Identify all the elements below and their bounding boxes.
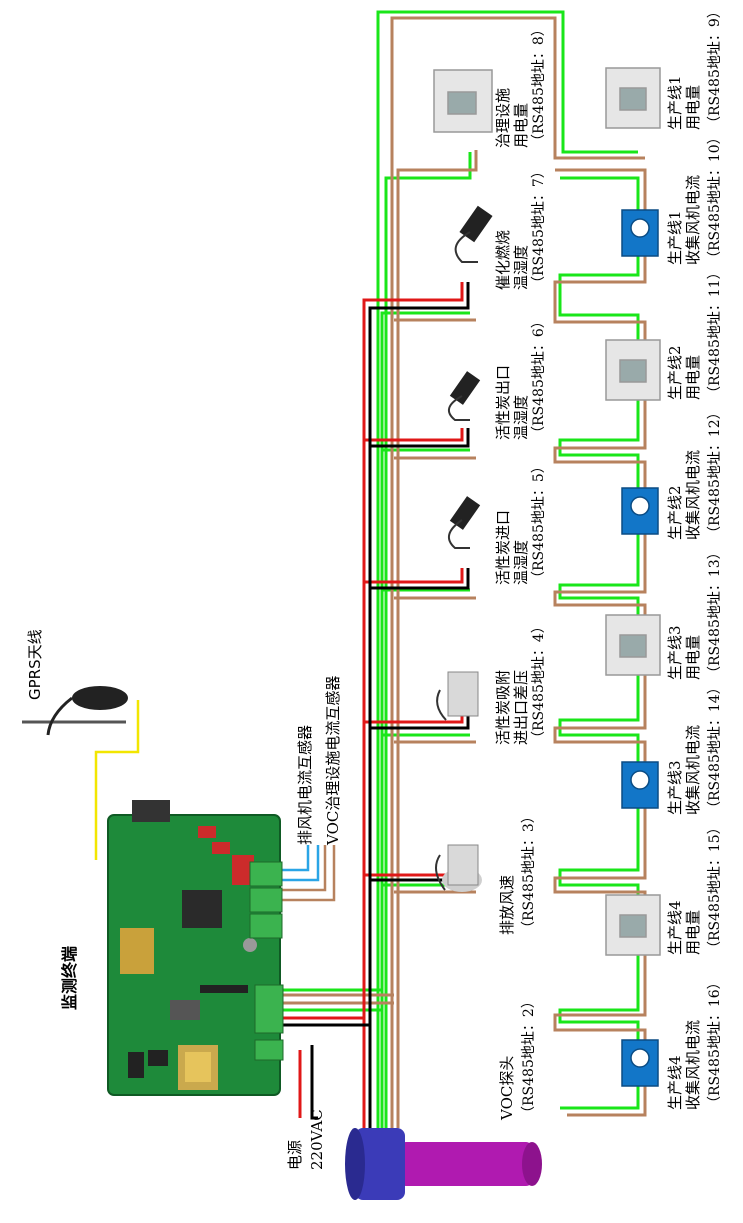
meter-10-line2: 收集风机电流: [684, 174, 702, 265]
sensor-7-line2: 温湿度: [512, 244, 530, 290]
voc-probe-name: VOC探头: [498, 1055, 516, 1120]
energy-meters: [433, 67, 661, 956]
meter-10-line1: 生产线1: [666, 210, 684, 265]
power-red: [255, 282, 464, 1128]
meter-12-line2: 收集风机电流: [684, 449, 702, 540]
meter-15-line2: 用电量: [684, 909, 702, 955]
power-voltage: 220VAC: [308, 1109, 326, 1170]
meter-16-line1: 生产线4: [666, 1055, 684, 1110]
temp-sensor-6-icon: [447, 371, 481, 421]
sensor-6-addr: （RS485地址：6）: [531, 314, 547, 440]
sensor-3-addr: （RS485地址：3）: [521, 809, 537, 935]
meter-9-line2: 用电量: [684, 84, 702, 130]
meter-16-addr: （RS485地址：16）: [707, 975, 723, 1110]
temp-sensor-7-icon: [454, 205, 493, 263]
meter-11-line2: 用电量: [684, 354, 702, 400]
sensor-8-line1: 治理设施: [494, 87, 512, 148]
sensor-4-addr: （RS485地址：4）: [531, 619, 547, 745]
meter-9-addr: （RS485地址：9）: [707, 4, 723, 130]
sensor-4-line1: 活性炭吸附: [494, 669, 512, 745]
sensor-6-line1: 活性炭出口: [494, 364, 512, 440]
current-transmitters: [621, 209, 659, 1087]
meter-9-icon: [605, 67, 661, 129]
temp-humidity-sensors: [435, 205, 493, 892]
sensor-7-addr: （RS485地址：7）: [531, 164, 547, 290]
meter-12-addr: （RS485地址：12）: [707, 405, 723, 540]
sensor-4-line2: 进出口差压: [512, 669, 530, 745]
meter-10-addr: （RS485地址：10）: [707, 130, 723, 265]
meter-9-line1: 生产线1: [666, 75, 684, 130]
meter-11-addr: （RS485地址：11）: [707, 265, 723, 400]
antenna-label: GPRS天线: [26, 629, 44, 700]
antenna-icon: [22, 686, 128, 736]
ct-10-icon: [621, 209, 659, 257]
meter-15-icon: [605, 894, 661, 956]
meter-14-addr: （RS485地址：14）: [707, 680, 723, 815]
sensor-5-line2: 温湿度: [512, 539, 530, 585]
voc-probe-addr: （RS485地址：2）: [521, 994, 537, 1120]
terminal-label: 监测终端: [60, 945, 79, 1010]
monitoring-terminal-pcb: [107, 800, 284, 1096]
pressure-diff-sensor-icon: [436, 671, 479, 721]
sensor-8-line2: 用电量: [512, 102, 530, 148]
ct-12-icon: [621, 487, 659, 535]
meter-15-line1: 生产线4: [666, 900, 684, 955]
meter-14-line1: 生产线3: [666, 760, 684, 815]
meter-12-line1: 生产线2: [666, 485, 684, 540]
antenna-cable: [94, 700, 140, 860]
sensor-5-addr: （RS485地址：5）: [531, 459, 547, 585]
meter-8-icon: [433, 69, 493, 133]
sensor-6-line2: 温湿度: [512, 394, 530, 440]
sensor-7-line1: 催化燃烧: [494, 229, 512, 290]
meter-11-line1: 生产线2: [666, 345, 684, 400]
power-label: 电源: [286, 1139, 304, 1170]
power-black: [255, 282, 470, 1128]
ct-14-icon: [621, 761, 659, 809]
sensor-5-line1: 活性炭进口: [494, 509, 512, 585]
meter-13-line2: 用电量: [684, 634, 702, 680]
temp-sensor-5-icon: [447, 496, 481, 549]
meter-13-line1: 生产线3: [666, 625, 684, 680]
meter-14-line2: 收集风机电流: [684, 724, 702, 815]
ct-exhaust-label: 排风机电流互感器: [296, 724, 314, 845]
ct-leads: [282, 845, 336, 902]
meter-15-addr: （RS485地址：15）: [707, 820, 723, 955]
meter-13-icon: [605, 614, 661, 676]
voc-probe-icon: [345, 1128, 542, 1200]
ct-16-icon: [621, 1039, 659, 1087]
meter-13-addr: （RS485地址：13）: [707, 545, 723, 680]
sensor-8-addr: （RS485地址：8）: [531, 22, 547, 148]
meter-11-icon: [605, 339, 661, 401]
airspeed-sensor-icon: [435, 844, 482, 892]
meter-16-line2: 收集风机电流: [684, 1019, 702, 1110]
rs485-bus-brown: [255, 16, 647, 1128]
rs485-bus-green: [255, 10, 640, 1128]
ct-voc-label: VOC治理设施电流互感器: [324, 675, 342, 845]
sensor-3-line1: 排放风速: [498, 874, 516, 935]
